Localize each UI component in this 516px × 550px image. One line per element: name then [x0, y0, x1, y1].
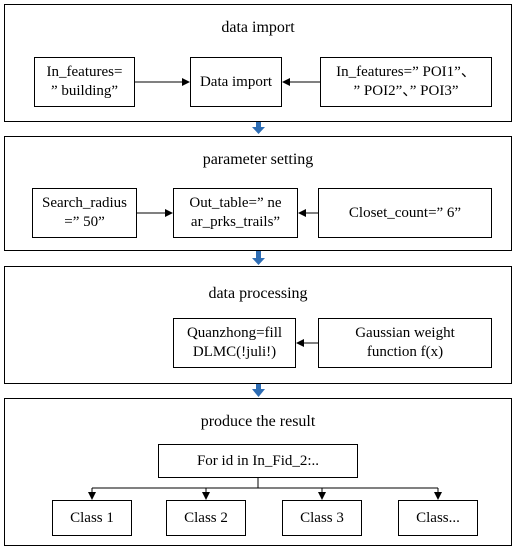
box-label: Class 1 — [70, 509, 114, 526]
box-label: Closet_count=” 6” — [348, 204, 462, 221]
panel-title-parameter-setting: parameter setting — [202, 151, 314, 168]
box-label: Quanzhong=fill DLMC(!juli!) — [186, 325, 283, 360]
box-label: Data import — [199, 73, 273, 90]
panel-title-data-processing: data processing — [208, 285, 308, 302]
flow-arrow-1 — [252, 122, 265, 134]
panel-title-produce-result: produce the result — [200, 413, 316, 430]
box-label: Class 3 — [300, 509, 344, 526]
box-class-3: Class 3 — [282, 500, 362, 536]
box-label: For id in In_Fid_2:.. — [196, 452, 320, 469]
box-label: In_features= ” building” — [46, 64, 123, 99]
box-data-import: Data import — [190, 57, 282, 107]
box-label: Gaussian weight function f(x) — [355, 325, 455, 360]
box-for-id-loop: For id in In_Fid_2:.. — [158, 444, 358, 478]
box-label: Class 2 — [184, 509, 228, 526]
panel-title-data-import: data import — [221, 19, 295, 36]
box-class-more: Class... — [398, 500, 478, 536]
box-label: Out_table=” ne ar_prks_trails” — [189, 195, 282, 230]
box-class-1: Class 1 — [52, 500, 132, 536]
box-in-features-poi: In_features=” POI1”、 ” POI2”、” POI3” — [320, 57, 492, 107]
flow-arrow-3 — [252, 384, 265, 397]
box-class-2: Class 2 — [166, 500, 246, 536]
box-label: In_features=” POI1”、 ” POI2”、” POI3” — [336, 64, 476, 99]
box-closet-count: Closet_count=” 6” — [318, 188, 492, 238]
box-search-radius: Search_radius =” 50” — [32, 188, 137, 238]
box-label: Search_radius =” 50” — [42, 195, 127, 230]
box-in-features-building: In_features= ” building” — [34, 57, 135, 107]
flow-arrow-2 — [252, 251, 265, 265]
box-quanzhong: Quanzhong=fill DLMC(!juli!) — [173, 318, 296, 368]
box-gaussian-weight: Gaussian weight function f(x) — [318, 318, 492, 368]
box-out-table: Out_table=” ne ar_prks_trails” — [173, 188, 298, 238]
box-label: Class... — [416, 509, 460, 526]
